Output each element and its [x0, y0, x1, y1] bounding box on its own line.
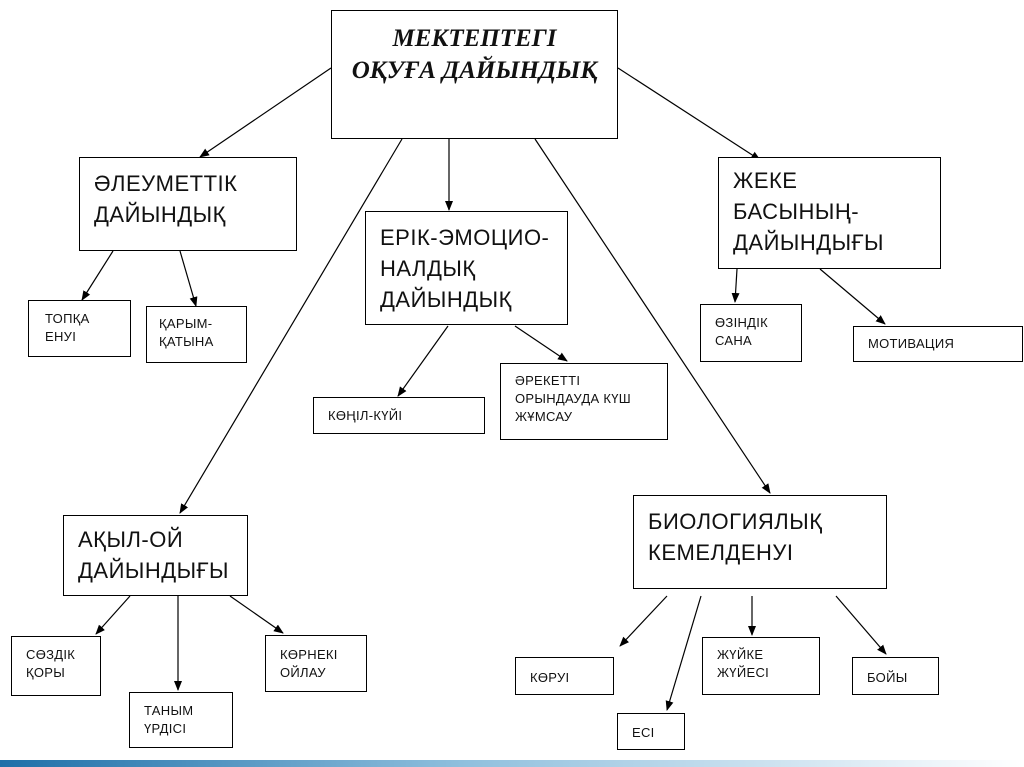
leaf-vision-box: КӨРУІ	[515, 657, 614, 695]
leaf-communication-box: ҚАРЫМ- ҚАТЫНА	[146, 306, 247, 363]
leaf-mood-box: КӨҢІЛ-КҮЙІ	[313, 397, 485, 434]
arrow-volitional-mood	[397, 325, 449, 397]
arrow-personal-motivation	[819, 268, 886, 325]
category-mental-label: АҚЫЛ-ОЙ ДАЙЫНДЫҒЫ	[78, 527, 230, 583]
arrow-root-social	[199, 67, 332, 158]
leaf-group-box: ТОПҚА ЕНУІ	[28, 300, 131, 357]
leaf-group-label: ТОПҚА ЕНУІ	[45, 311, 90, 344]
leaf-memory-box: ЕСІ	[617, 713, 685, 750]
category-volitional-label: ЕРІК-ЭМОЦИО- НАЛДЫҚ ДАЙЫНДЫҚ	[380, 225, 550, 312]
category-biological-label: БИОЛОГИЯЛЫҚ КЕМЕЛДЕНУІ	[648, 509, 823, 565]
arrow-biological-height	[835, 595, 887, 655]
leaf-cognition-label: ТАНЫМ ҮРДІСІ	[144, 703, 194, 736]
category-biological-box: БИОЛОГИЯЛЫҚ КЕМЕЛДЕНУІ	[633, 495, 887, 589]
leaf-nervous-system-label: ЖҮЙКЕ ЖҮЙЕСІ	[717, 647, 770, 680]
category-personal-label: ЖЕКЕ БАСЫНЫҢ- ДАЙЫНДЫҒЫ	[733, 168, 885, 255]
leaf-motivation-label: МОТИВАЦИЯ	[868, 336, 955, 351]
leaf-visual-thinking-box: КӨРНЕКІ ОЙЛАУ	[265, 635, 367, 692]
category-personal-box: ЖЕКЕ БАСЫНЫҢ- ДАЙЫНДЫҒЫ	[718, 157, 941, 269]
arrow-root-personal	[617, 67, 761, 161]
leaf-vocabulary-box: СӨЗДІК ҚОРЫ	[11, 636, 101, 696]
arrow-social-group	[81, 250, 114, 301]
leaf-memory-label: ЕСІ	[632, 725, 655, 740]
root-box: МЕКТЕПТЕГІ ОҚУҒА ДАЙЫНДЫҚ	[331, 10, 618, 139]
category-volitional-box: ЕРІК-ЭМОЦИО- НАЛДЫҚ ДАЙЫНДЫҚ	[365, 211, 568, 325]
leaf-height-label: БОЙЫ	[867, 670, 908, 685]
category-social-box: ӘЛЕУМЕТТІК ДАЙЫНДЫҚ	[79, 157, 297, 251]
arrow-biological-vision	[619, 595, 668, 647]
leaf-communication-label: ҚАРЫМ- ҚАТЫНА	[159, 316, 214, 349]
arrow-biological-memory	[665, 595, 702, 711]
leaf-effort-label: ӘРЕКЕТТІ ОРЫНДАУДА КҮШ ЖҰМСАУ	[515, 373, 631, 424]
leaf-visual-thinking-label: КӨРНЕКІ ОЙЛАУ	[280, 647, 338, 680]
arrow-mental-visual-thinking	[229, 595, 284, 634]
leaf-vision-label: КӨРУІ	[530, 670, 570, 685]
root-title: МЕКТЕПТЕГІ ОҚУҒА ДАЙЫНДЫҚ	[351, 25, 598, 84]
leaf-effort-box: ӘРЕКЕТТІ ОРЫНДАУДА КҮШ ЖҰМСАУ	[500, 363, 668, 440]
leaf-vocabulary-label: СӨЗДІК ҚОРЫ	[26, 647, 76, 680]
arrow-volitional-effort	[514, 325, 568, 362]
arrow-root-mental	[179, 138, 403, 514]
leaf-motivation-box: МОТИВАЦИЯ	[853, 326, 1023, 362]
arrow-social-communication	[179, 250, 198, 307]
bottom-gradient-bar	[0, 760, 1024, 767]
category-social-label: ӘЛЕУМЕТТІК ДАЙЫНДЫҚ	[94, 171, 238, 227]
leaf-self-awareness-label: ӨЗІНДІК САНА	[715, 315, 769, 348]
arrow-mental-vocabulary	[95, 595, 131, 635]
leaf-cognition-box: ТАНЫМ ҮРДІСІ	[129, 692, 233, 748]
leaf-height-box: БОЙЫ	[852, 657, 939, 695]
leaf-mood-label: КӨҢІЛ-КҮЙІ	[328, 408, 403, 423]
leaf-self-awareness-box: ӨЗІНДІК САНА	[700, 304, 802, 362]
arrow-root-biological	[534, 138, 771, 494]
category-mental-box: АҚЫЛ-ОЙ ДАЙЫНДЫҒЫ	[63, 515, 248, 596]
arrow-personal-self-awareness	[731, 268, 740, 303]
leaf-nervous-system-box: ЖҮЙКЕ ЖҮЙЕСІ	[702, 637, 820, 695]
